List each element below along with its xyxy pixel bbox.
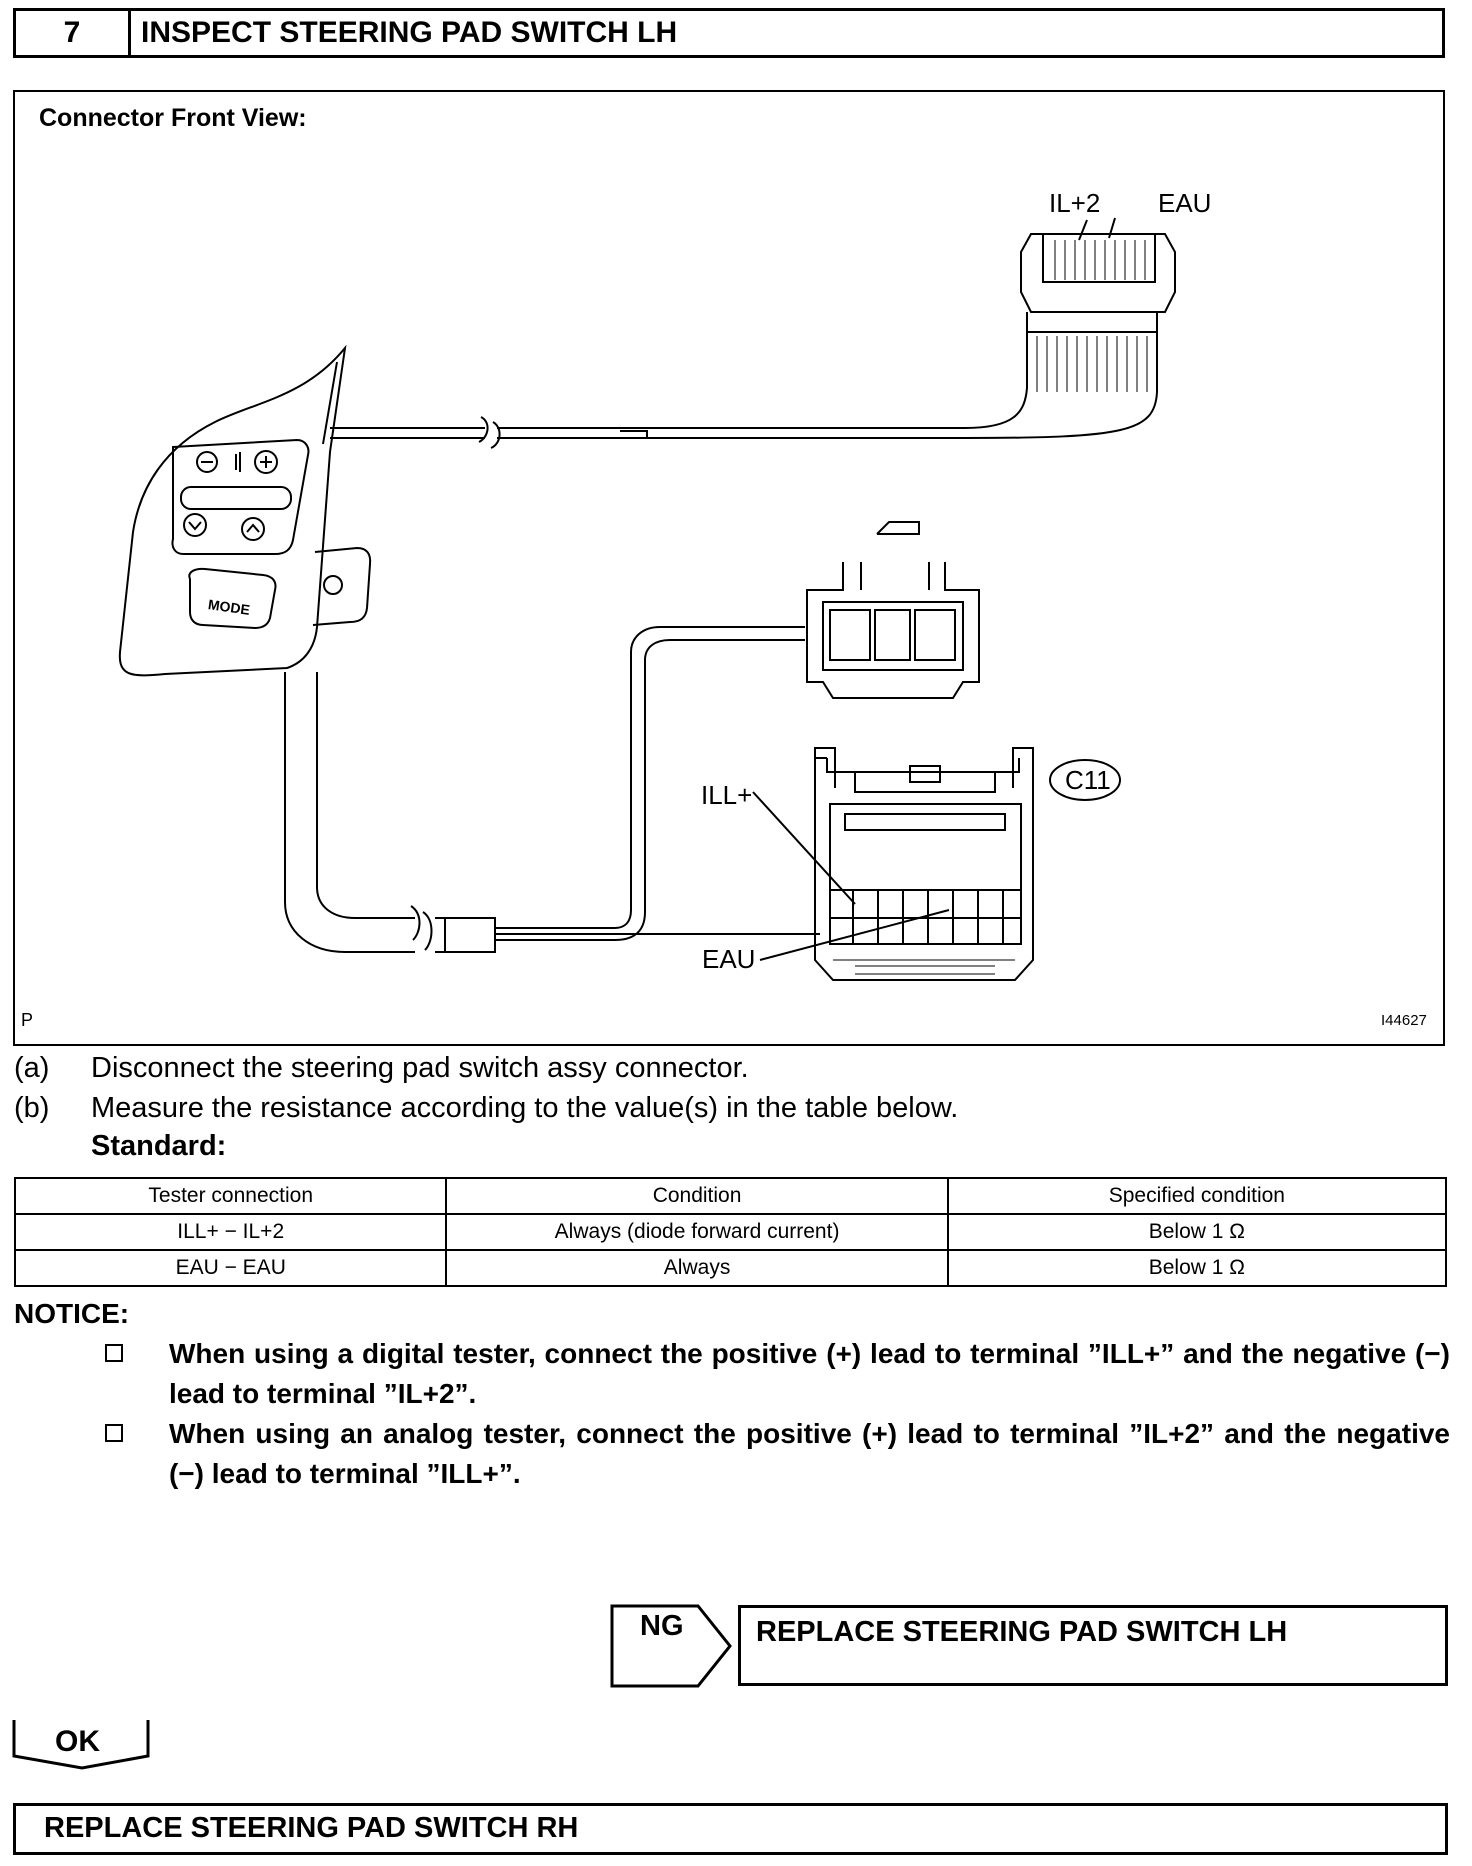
table-header-cell: Condition bbox=[445, 1177, 949, 1215]
ng-label: NG bbox=[640, 1610, 684, 1642]
middle-connector-drawing bbox=[806, 521, 980, 699]
label-eau-top: EAU bbox=[1158, 188, 1212, 218]
step-title: INSPECT STEERING PAD SWITCH LH bbox=[141, 16, 678, 49]
figure-heading: Connector Front View: bbox=[39, 104, 307, 132]
c11-connector-drawing bbox=[814, 747, 1034, 981]
table-cell: EAU − EAU bbox=[13, 1249, 448, 1287]
table-cell: Always bbox=[445, 1249, 949, 1287]
figure-corner-label: P bbox=[21, 1010, 34, 1030]
figure-id: I44627 bbox=[1381, 1012, 1427, 1029]
table-row: EAU − EAU Always Below 1 Ω bbox=[13, 1249, 1448, 1287]
ok-label: OK bbox=[55, 1725, 100, 1758]
label-eau-bottom: EAU bbox=[702, 944, 756, 974]
connector-diagram bbox=[118, 217, 1176, 981]
standard-label: Standard: bbox=[91, 1130, 227, 1162]
ok-result-text: REPLACE STEERING PAD SWITCH RH bbox=[44, 1812, 579, 1844]
notice-item: When using an analog tester, connect the… bbox=[105, 1414, 1450, 1494]
upper-harness bbox=[330, 332, 1158, 449]
step-b-letter: (b) bbox=[14, 1092, 50, 1124]
step-a-text: Disconnect the steering pad switch assy … bbox=[91, 1052, 749, 1084]
step-header: 7 INSPECT STEERING PAD SWITCH LH bbox=[13, 8, 1445, 58]
lower-harness bbox=[284, 626, 820, 953]
connector-figure: Connector Front View: bbox=[13, 90, 1445, 1046]
table-cell: Below 1 Ω bbox=[946, 1249, 1448, 1287]
ng-result-text: REPLACE STEERING PAD SWITCH LH bbox=[756, 1616, 1288, 1648]
notice-label: NOTICE: bbox=[14, 1298, 130, 1329]
step-b-text: Measure the resistance according to the … bbox=[91, 1092, 959, 1124]
table-cell: Below 1 Ω bbox=[946, 1213, 1448, 1251]
connector-code-c11: C11 bbox=[1065, 765, 1111, 795]
upper-connector-drawing bbox=[1020, 217, 1176, 333]
steering-pad-switch-drawing bbox=[118, 344, 372, 677]
ng-result-box: REPLACE STEERING PAD SWITCH LH bbox=[738, 1605, 1448, 1686]
table-cell: Always (diode forward current) bbox=[445, 1213, 949, 1251]
ok-result-box: REPLACE STEERING PAD SWITCH RH bbox=[13, 1803, 1448, 1855]
table-header-cell: Tester connection bbox=[13, 1177, 448, 1215]
spec-table: Tester connection Condition Specified co… bbox=[13, 1177, 1448, 1287]
table-header-cell: Specified condition bbox=[946, 1177, 1448, 1215]
label-il2-top: IL+2 bbox=[1049, 188, 1101, 218]
step-b: (b) Measure the resistance according to t… bbox=[14, 1090, 958, 1126]
step-a: (a) Disconnect the steering pad switch as… bbox=[14, 1050, 749, 1086]
notice-item-text: When using a digital tester, connect the… bbox=[169, 1338, 1450, 1409]
checkbox-icon bbox=[105, 1424, 123, 1442]
ng-arrow-icon bbox=[610, 1604, 732, 1688]
ill-plus-leader bbox=[752, 791, 856, 905]
label-ill-plus: ILL+ bbox=[701, 780, 753, 810]
checkbox-icon bbox=[105, 1344, 123, 1362]
notice-item: When using a digital tester, connect the… bbox=[105, 1334, 1450, 1414]
table-row: ILL+ − IL+2 Always (diode forward curren… bbox=[13, 1213, 1448, 1251]
step-number: 7 bbox=[16, 11, 131, 55]
eau-bottom-leader bbox=[759, 909, 950, 961]
ok-arrow-icon bbox=[12, 1720, 150, 1770]
table-header-row: Tester connection Condition Specified co… bbox=[13, 1177, 1448, 1215]
c11-callout bbox=[1049, 759, 1121, 801]
step-a-letter: (a) bbox=[14, 1052, 50, 1084]
notice-item-text: When using an analog tester, connect the… bbox=[169, 1418, 1450, 1489]
table-cell: ILL+ − IL+2 bbox=[13, 1213, 448, 1251]
